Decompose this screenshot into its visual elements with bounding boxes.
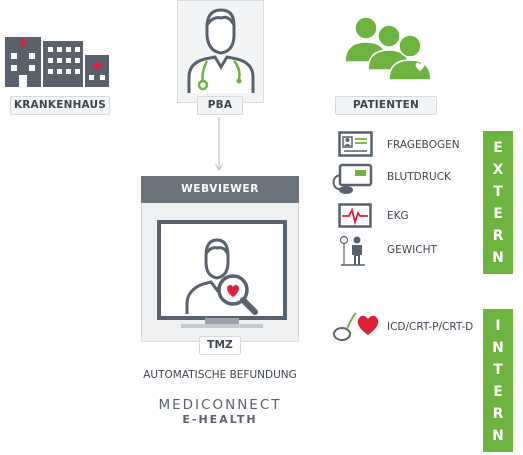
blood-pressure-icon bbox=[332, 163, 373, 194]
webviewer-header: WEBVIEWER bbox=[141, 176, 299, 203]
extern-item-label: EKG bbox=[387, 210, 409, 222]
pba-card bbox=[177, 0, 264, 103]
ekg-icon bbox=[338, 203, 372, 228]
webviewer-title: WEBVIEWER bbox=[181, 183, 259, 195]
implant-heart-icon bbox=[333, 312, 379, 341]
patients-icon bbox=[344, 16, 432, 81]
questionnaire-icon bbox=[338, 131, 373, 157]
hospital-icon bbox=[5, 37, 109, 87]
weight-scale-icon bbox=[339, 235, 365, 266]
tmz-label: TMZ bbox=[199, 336, 241, 355]
brand-sub: E-HEALTH bbox=[182, 413, 258, 426]
mediconnect-logo: MEDICONNECT E-HEALTH bbox=[140, 397, 300, 427]
connector-arrow bbox=[215, 117, 223, 171]
extern-item-label: GEWICHT bbox=[387, 244, 437, 256]
magnifier-icon bbox=[217, 274, 258, 315]
intern-item-label: ICD/CRT-P/CRT-D bbox=[387, 321, 474, 333]
extern-item-label: FRAGEBOGEN bbox=[387, 139, 460, 151]
brand-name: MEDICONNECT bbox=[158, 397, 282, 413]
automatische-befundung-label: AUTOMATISCHE BEFUNDUNG bbox=[143, 369, 297, 381]
extern-item-label: BLUTDRUCK bbox=[387, 171, 451, 183]
patienten-label: PATIENTEN bbox=[335, 96, 437, 115]
pba-label: PBA bbox=[197, 96, 243, 115]
doctor-icon bbox=[187, 8, 255, 93]
krankenhaus-label: KRANKENHAUS bbox=[10, 96, 110, 115]
monitor-icon bbox=[157, 220, 287, 328]
